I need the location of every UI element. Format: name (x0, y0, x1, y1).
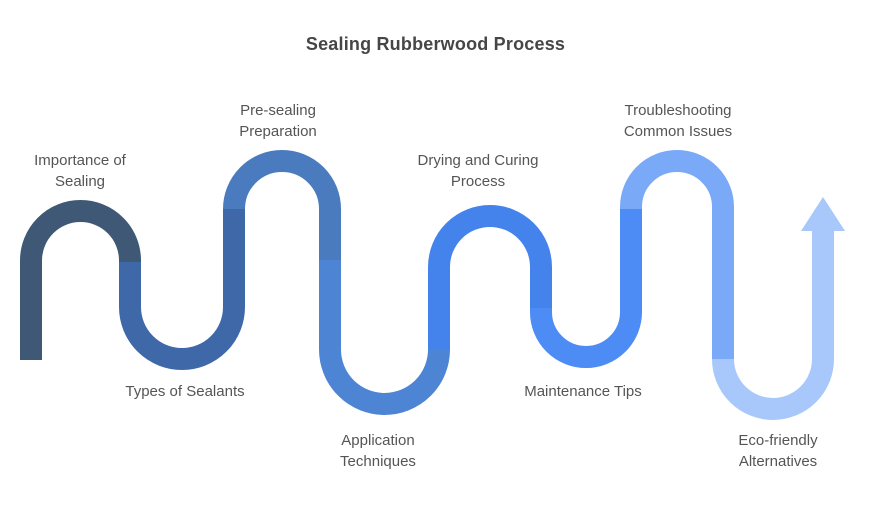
page-title: Sealing Rubberwood Process (305, 34, 566, 54)
step-6-label: Maintenance Tips (524, 383, 642, 400)
step-7-label: Troubleshooting Common Issues (623, 102, 733, 140)
step-4-label: Application Techniques (340, 432, 416, 470)
flow-segment-7 (620, 150, 734, 360)
step-8-label: Eco-friendly Alternatives (738, 432, 818, 470)
step-5-label: Drying and Curing Process (417, 152, 539, 190)
step-2-label: Types of Sealants (125, 383, 245, 400)
step-1-label: Importance of Sealing (34, 152, 126, 190)
flow-segment-6 (530, 209, 642, 368)
flow-segment-8 (712, 229, 834, 420)
flow-segment-2 (119, 208, 245, 370)
flow-segment-4 (319, 260, 450, 415)
step-3-label: Pre-sealing Preparation (239, 102, 317, 140)
flow-segment-1 (20, 200, 141, 360)
flow-segment-5 (428, 205, 552, 350)
arrow-up-icon (801, 197, 845, 231)
flow-segment-3 (223, 150, 341, 260)
